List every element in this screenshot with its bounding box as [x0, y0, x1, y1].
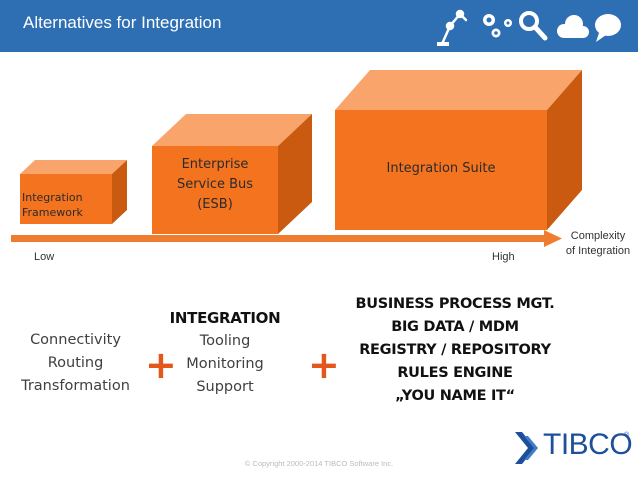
- suite-capability: REGISTRY / REPOSITORY: [359, 342, 551, 358]
- axis-high-label: High: [492, 251, 515, 263]
- integration-heading: INTEGRATION: [169, 309, 281, 327]
- suite-capability: „YOU NAME IT“: [395, 388, 515, 404]
- tibco-logo-icon: [515, 432, 538, 464]
- integration-item: Monitoring: [186, 356, 264, 372]
- plus-sign: +: [308, 343, 340, 387]
- integration-item: Tooling: [199, 333, 251, 349]
- box-label-line: Enterprise: [181, 157, 249, 172]
- axis-low-label: Low: [34, 251, 55, 263]
- column-suite-capabilities: BUSINESS PROCESS MGT. BIG DATA / MDM REG…: [340, 293, 570, 408]
- suite-capability: BIG DATA / MDM: [391, 319, 519, 335]
- box-label-suite: Integration Suite: [335, 160, 547, 178]
- plus-sign: +: [145, 343, 177, 387]
- capability-item: Connectivity: [30, 332, 121, 348]
- gears-icon: [483, 14, 512, 38]
- box-label-line: (ESB): [197, 197, 233, 212]
- cloud-icon: [557, 15, 589, 38]
- axis-title-line: of Integration: [565, 245, 631, 257]
- header-icons: [437, 9, 621, 46]
- box-label-line: Service Bus: [176, 177, 254, 192]
- copyright-notice: © Copyright 2000-2014 TIBCO Software Inc…: [244, 459, 394, 468]
- registered-mark: ®: [624, 432, 630, 439]
- box-integration-suite: [335, 70, 582, 230]
- complexity-diagram: [11, 70, 582, 247]
- suite-capability: BUSINESS PROCESS MGT.: [355, 296, 555, 312]
- capability-item: Transformation: [21, 378, 130, 394]
- axis-title-line: Complexity: [570, 230, 626, 242]
- tibco-logo: TIBCO: [543, 428, 633, 461]
- header-bar: Alternatives for Integration: [0, 0, 638, 52]
- suite-capability: RULES ENGINE: [397, 365, 513, 381]
- box-label-line: Integration Suite: [386, 161, 496, 176]
- box-label-framework: Integration Framework: [22, 190, 102, 220]
- column-basic-capabilities: Connectivity Routing Transformation: [13, 329, 138, 398]
- slide-title: Alternatives for Integration: [23, 13, 222, 32]
- complexity-arrow: [11, 230, 562, 247]
- box-integration-framework: [20, 160, 127, 224]
- box-label-line: Framework: [22, 206, 83, 219]
- speech-bubble-icon: [595, 14, 621, 42]
- integration-item: Support: [196, 379, 254, 395]
- column-integration: INTEGRATION Tooling Monitoring Support: [166, 307, 284, 399]
- axis-title: Complexity of Integration: [560, 229, 636, 259]
- box-label-esb: Enterprise Service Bus (ESB): [152, 155, 278, 215]
- box-label-line: Integration: [22, 191, 83, 204]
- robot-arm-icon: [437, 9, 468, 46]
- box-esb: [152, 114, 312, 234]
- capability-item: Routing: [47, 355, 104, 371]
- magnifier-icon: [519, 11, 548, 41]
